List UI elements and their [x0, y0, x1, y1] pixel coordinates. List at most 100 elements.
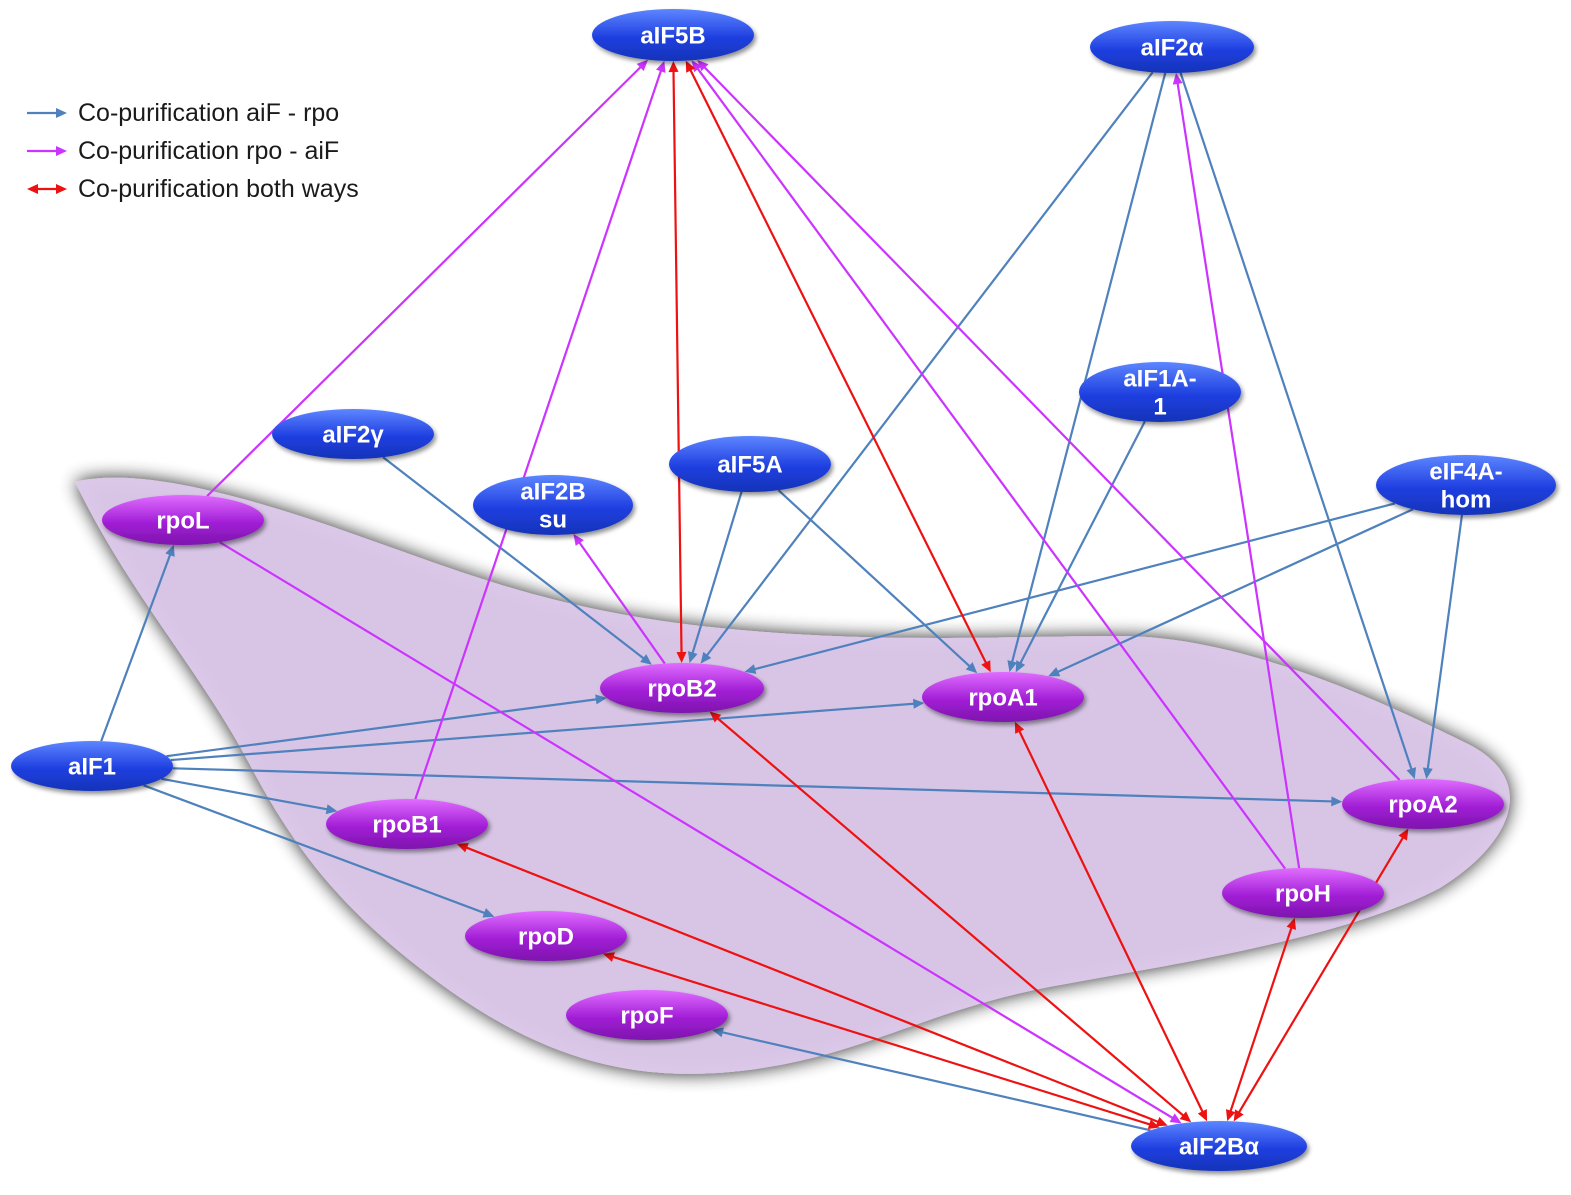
rpo-complex-region [75, 477, 1510, 1074]
node-ellipse [473, 475, 633, 535]
node-rpoA1: rpoA1 [922, 672, 1084, 722]
edge-aIF5B-to-rpoA1 [685, 60, 991, 673]
edge-line [1010, 72, 1167, 664]
edge-line [161, 777, 329, 811]
edge-line [1229, 926, 1293, 1113]
arrowhead [1197, 1109, 1208, 1122]
edge-aIF1-to-rpoB1 [161, 777, 338, 815]
node-ellipse [592, 9, 754, 61]
arrowhead [1014, 721, 1025, 734]
arrowhead [602, 952, 615, 962]
arrowhead [668, 60, 679, 73]
arrowhead [456, 843, 469, 853]
arrowhead [981, 660, 991, 673]
arrowhead [712, 1027, 724, 1038]
node-ellipse [600, 663, 764, 713]
edge-eIF4Ahom-to-rpoA2 [1422, 514, 1464, 780]
node-aIF5B: aIF5B [592, 9, 754, 61]
edge-aIF5B-to-rpoB2 [668, 60, 687, 664]
arrowhead [691, 60, 703, 73]
legend-label: Co-purification rpo - aiF [78, 136, 340, 165]
legend-swatch-head-left [27, 184, 38, 194]
arrowhead [656, 60, 666, 73]
edge-line [100, 552, 172, 742]
node-label: aIF2γ [322, 422, 384, 449]
arrowhead [1233, 1109, 1244, 1122]
node-label: rpoF [620, 1003, 673, 1030]
node-label: aIF5B [640, 23, 705, 50]
node-ellipse [1079, 362, 1241, 422]
node-label: aIF2B [520, 479, 585, 506]
node-rpoD: rpoD [465, 911, 627, 961]
arrowhead [165, 544, 175, 557]
node-label: rpoL [156, 508, 209, 535]
edge-line [1176, 81, 1301, 869]
arrowhead [912, 698, 925, 709]
node-ellipse [1090, 21, 1254, 73]
edge-rpoA2-to-aIF5B [697, 59, 1401, 781]
node-aIF2Ba: aIF2Bα [1131, 1121, 1307, 1171]
edge-aIF1A1-to-rpoA1 [1015, 420, 1146, 673]
edge-line [170, 702, 916, 762]
edge-aIF5A-to-rpoB2 [687, 491, 743, 664]
node-rpoF: rpoF [566, 990, 728, 1040]
node-aIF2a: aIF2α [1090, 21, 1254, 73]
node-ellipse [922, 672, 1084, 722]
edge-line [777, 489, 972, 669]
legend-item-aif-rpo: Co-purification aiF - rpo [26, 94, 359, 132]
edge-line [720, 1030, 1151, 1132]
edge-line [702, 65, 1401, 781]
arrowhead [700, 651, 712, 664]
arrowhead [640, 654, 652, 665]
arrowhead [709, 711, 722, 723]
node-ellipse [11, 741, 173, 791]
node-label: rpoH [1275, 881, 1331, 908]
node-eIF4Ahom: eIF4A-hom [1376, 455, 1556, 515]
edge-line [219, 541, 1175, 1120]
edge-line [691, 491, 743, 655]
node-ellipse [1342, 779, 1504, 829]
edge-line [143, 784, 487, 915]
edge-rpoH-to-aIF2a [1172, 72, 1301, 869]
red-double-arrow-icon [27, 184, 67, 194]
node-ellipse [326, 799, 488, 849]
edge-line [1426, 514, 1464, 771]
arrowhead [325, 804, 338, 815]
node-label: rpoB2 [647, 676, 716, 703]
edge-line [688, 68, 988, 665]
arrowhead [685, 60, 696, 73]
node-label: aIF1 [68, 754, 116, 781]
node-aIF1: aIF1 [11, 741, 173, 791]
arrowhead [1015, 660, 1026, 673]
arrowhead [687, 651, 698, 664]
edge-line [672, 69, 683, 655]
arrowhead [1286, 917, 1297, 930]
arrowhead [1172, 72, 1183, 85]
legend: Co-purification aiF - rpo Co-purificatio… [26, 94, 359, 208]
edge-aIF2Ba-to-rpoA1 [1014, 721, 1208, 1122]
legend-item-rpo-aif: Co-purification rpo - aiF [26, 132, 359, 170]
node-ellipse [1222, 868, 1384, 918]
edge-line [1018, 420, 1146, 665]
arrowhead [595, 694, 607, 705]
arrowhead [697, 59, 709, 72]
arrowhead [636, 59, 649, 72]
node-ellipse [566, 990, 728, 1040]
node-label: rpoB1 [372, 812, 441, 839]
node-label: rpoD [518, 924, 574, 951]
node-aIF2g: aIF2γ [272, 409, 434, 459]
node-rpoA2: rpoA2 [1342, 779, 1504, 829]
legend-label: Co-purification aiF - rpo [78, 98, 340, 127]
node-label: rpoA1 [968, 685, 1037, 712]
edge-aIF2Ba-to-rpoD [602, 952, 1160, 1130]
edge-aIF2Ba-to-rpoH [1225, 917, 1297, 1122]
edge-eIF4Ahom-to-rpoA1 [1048, 508, 1414, 677]
edge-line [382, 456, 646, 661]
arrowhead [1048, 667, 1061, 677]
legend-item-both-ways: Co-purification both ways [26, 170, 359, 208]
edge-line [1017, 729, 1205, 1114]
node-ellipse [272, 409, 434, 459]
